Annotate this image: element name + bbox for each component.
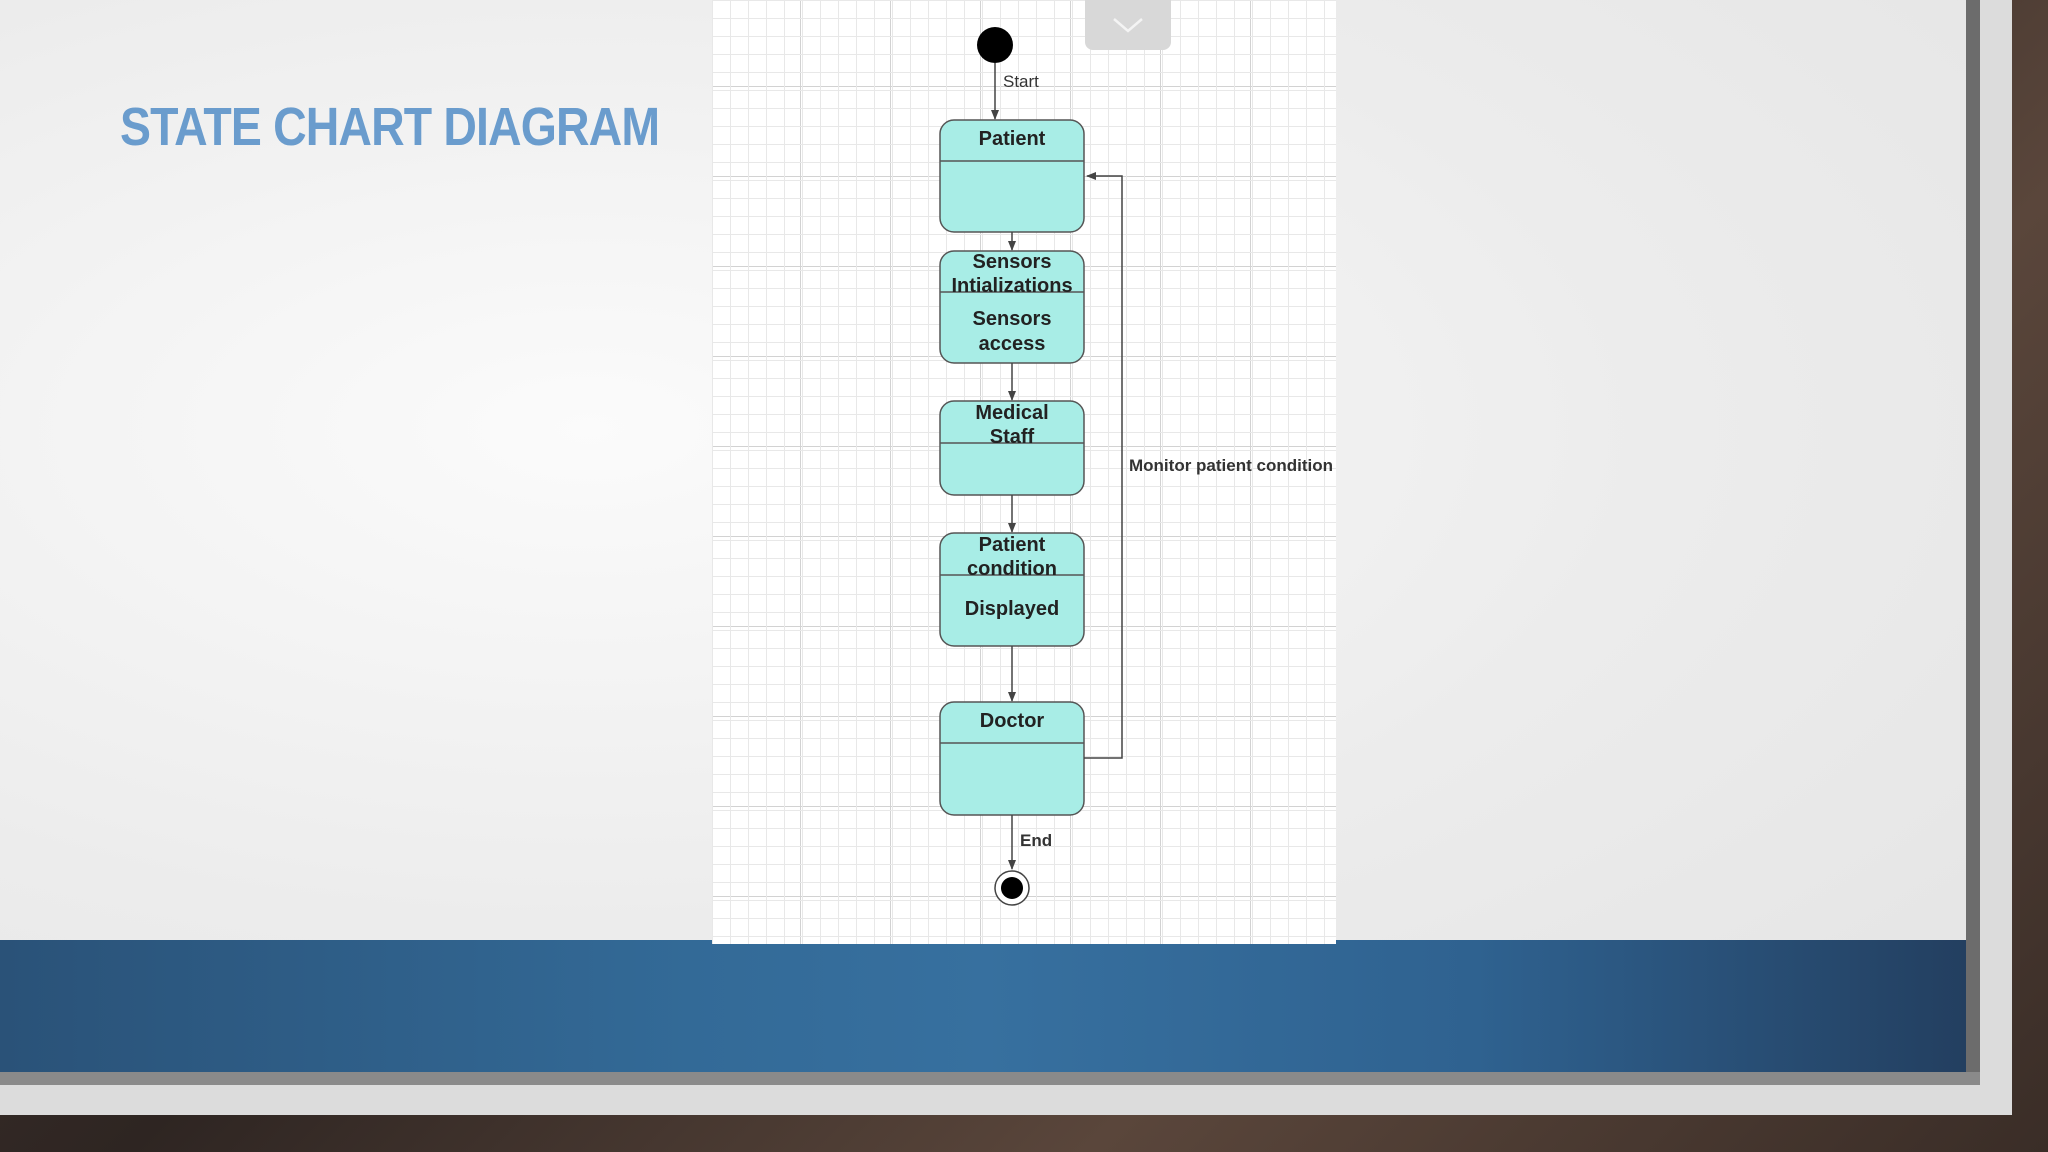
slide: STATE CHART DIAGRAM Start Patient [0, 0, 2012, 1115]
state-doctor: Doctor [939, 701, 1085, 816]
slide-shadow-bottom [0, 1072, 1980, 1085]
state-medical-staff: Medical Staff [939, 400, 1085, 496]
chevron-down-icon [1113, 18, 1143, 33]
state-medical-header-1: Medical [975, 402, 1048, 424]
monitor-loop-label: Monitor patient condition [1129, 456, 1333, 475]
diagram-canvas: Start Patient Sensors Intializations Sen… [712, 0, 1336, 944]
start-label: Start [1003, 72, 1039, 91]
final-state [994, 870, 1030, 906]
state-patient: Patient [939, 119, 1085, 233]
slide-shadow-right [1966, 0, 1980, 1085]
state-medical-header-2: Staff [990, 426, 1035, 448]
state-patient-condition: Patient condition Displayed [939, 532, 1085, 647]
state-sensors-body-2: access [979, 333, 1046, 355]
initial-state [977, 27, 1013, 63]
state-sensors-body-1: Sensors [973, 308, 1052, 330]
state-chart-diagram: Start Patient Sensors Intializations Sen… [939, 27, 1333, 906]
state-sensors-header-1: Sensors [973, 251, 1052, 273]
slide-title: STATE CHART DIAGRAM [120, 97, 660, 157]
state-sensors: Sensors Intializations Sensors access [939, 250, 1085, 364]
collapse-toggle[interactable] [1085, 0, 1171, 50]
state-condition-header-2: condition [967, 558, 1057, 580]
state-sensors-header-2: Intializations [951, 275, 1072, 297]
end-label: End [1020, 831, 1052, 850]
state-condition-body-1: Displayed [965, 598, 1059, 620]
monitor-loop-transition [1084, 172, 1123, 759]
footer-band [0, 940, 1966, 1072]
state-doctor-header-1: Doctor [980, 710, 1045, 732]
state-patient-header-1: Patient [979, 128, 1046, 150]
state-condition-header-1: Patient [979, 534, 1046, 556]
